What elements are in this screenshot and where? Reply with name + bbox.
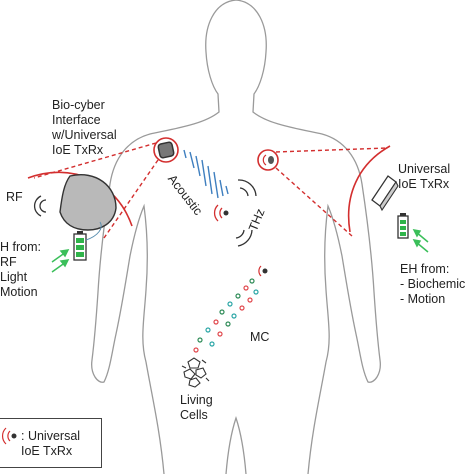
- eh-right-label: EH from: - Biochemic - Motion: [400, 262, 466, 306]
- zoom-line: [275, 167, 353, 237]
- skin-curve: [27, 171, 133, 227]
- zoom-line: [103, 159, 159, 239]
- shoulder-interface: [153, 137, 179, 163]
- bio-cyber-interface-label: Bio-cyber Interface w/Universal IoE TxRx: [52, 98, 117, 157]
- universal-ioe-label: Universal IoE TxRx: [398, 162, 451, 191]
- rf-label: RF: [6, 190, 23, 204]
- chest-interface: [257, 149, 279, 171]
- energy-arrows: [51, 249, 70, 273]
- battery-icon: [397, 213, 409, 239]
- skin-curve: [347, 145, 391, 233]
- zoom-line: [275, 147, 389, 153]
- bio-cyber-patch: [59, 174, 117, 231]
- thz-label: THz: [246, 206, 268, 234]
- wave-arcs-icon: [33, 195, 47, 217]
- universal-transceiver-device: [371, 175, 399, 212]
- molecules: [193, 278, 259, 353]
- human-body-outline: [91, 0, 381, 474]
- legend-label: : Universal IoE TxRx: [21, 429, 81, 458]
- battery-wire: [85, 221, 102, 241]
- acoustic-label: Acoustic: [164, 172, 206, 218]
- transceiver-icon: [213, 204, 229, 222]
- energy-arrows: [412, 229, 429, 253]
- transceiver-icon: [258, 265, 268, 277]
- legend: : Universal IoE TxRx: [0, 418, 102, 468]
- mc-label: MC: [250, 330, 270, 344]
- living-cells-icon: [181, 357, 210, 388]
- battery-icon: [73, 231, 87, 261]
- transceiver-icon: [157, 141, 175, 159]
- living-cells-label: Living Cells: [180, 393, 213, 422]
- eh-left-label: H from: RF Light Motion: [0, 240, 41, 299]
